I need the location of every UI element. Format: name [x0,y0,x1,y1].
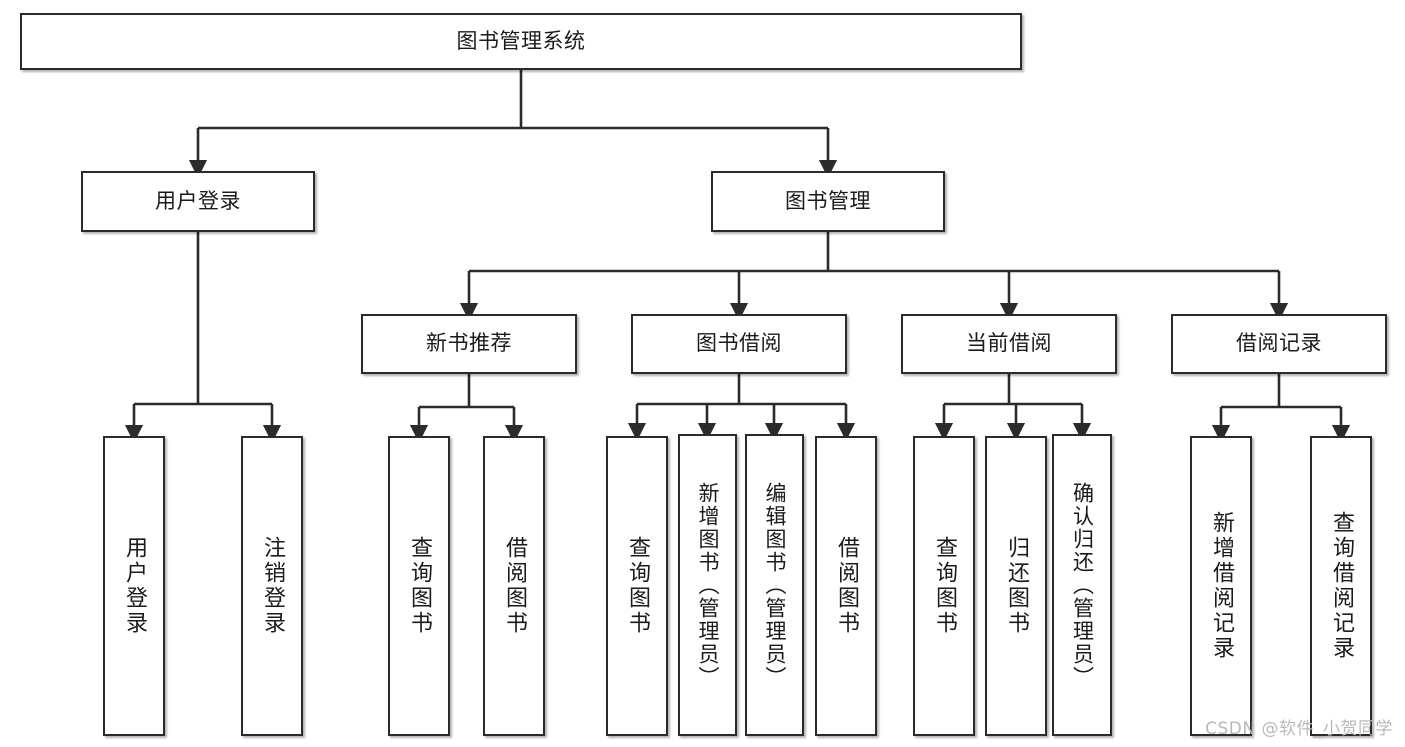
node-leaf-bb-add[interactable]: 新增图书（管理员） [678,434,737,736]
node-label: 查询图书 [407,536,432,636]
node-leaf-cb-confirm[interactable]: 确认归还（管理员） [1052,434,1112,736]
node-label: 用户登录 [155,188,241,213]
node-label: 图书管理 [785,188,871,213]
node-new-book-rec[interactable]: 新书推荐 [361,314,577,374]
node-label: 编辑图书（管理员） [763,481,787,689]
node-book-manage[interactable]: 图书管理 [711,171,945,232]
node-root[interactable]: 图书管理系统 [20,13,1022,70]
node-label: 注销登录 [260,536,285,636]
node-label: 确认归还（管理员） [1070,481,1095,689]
node-label: 新书推荐 [426,331,512,356]
node-label: 图书借阅 [696,331,782,356]
node-label: 查询图书 [625,536,650,636]
node-leaf-rec-borrow[interactable]: 借阅图书 [483,436,545,736]
node-label: 查询借阅记录 [1329,511,1354,661]
node-label: 查询图书 [932,536,957,636]
node-label: 新增借阅记录 [1209,511,1234,661]
watermark-text: CSDN @软件_小贺同学 [1205,719,1393,739]
node-borrow-record[interactable]: 借阅记录 [1171,314,1387,374]
node-leaf-bb-borrow[interactable]: 借阅图书 [815,436,877,736]
node-label: 借阅图书 [834,536,859,636]
node-leaf-rec-query[interactable]: 查询图书 [388,436,450,736]
node-label: 当前借阅 [966,331,1052,356]
node-leaf-br-add[interactable]: 新增借阅记录 [1190,436,1252,736]
node-label: 新增图书（管理员） [696,481,720,689]
node-leaf-cb-return[interactable]: 归还图书 [985,436,1047,736]
node-leaf-bb-edit[interactable]: 编辑图书（管理员） [745,434,804,736]
node-user-login[interactable]: 用户登录 [81,171,315,232]
node-book-borrow[interactable]: 图书借阅 [631,314,847,374]
node-leaf-user-logout[interactable]: 注销登录 [241,436,303,736]
node-label: 借阅图书 [502,536,527,636]
node-label: 归还图书 [1004,536,1029,636]
node-leaf-bb-query[interactable]: 查询图书 [606,436,668,736]
node-leaf-cb-query[interactable]: 查询图书 [913,436,975,736]
node-label: 图书管理系统 [456,28,586,53]
node-label: 借阅记录 [1236,331,1322,356]
node-leaf-user-login[interactable]: 用户登录 [103,436,165,736]
node-label: 用户登录 [122,536,147,636]
node-leaf-br-query[interactable]: 查询借阅记录 [1310,436,1372,736]
node-current-borrow[interactable]: 当前借阅 [901,314,1117,374]
